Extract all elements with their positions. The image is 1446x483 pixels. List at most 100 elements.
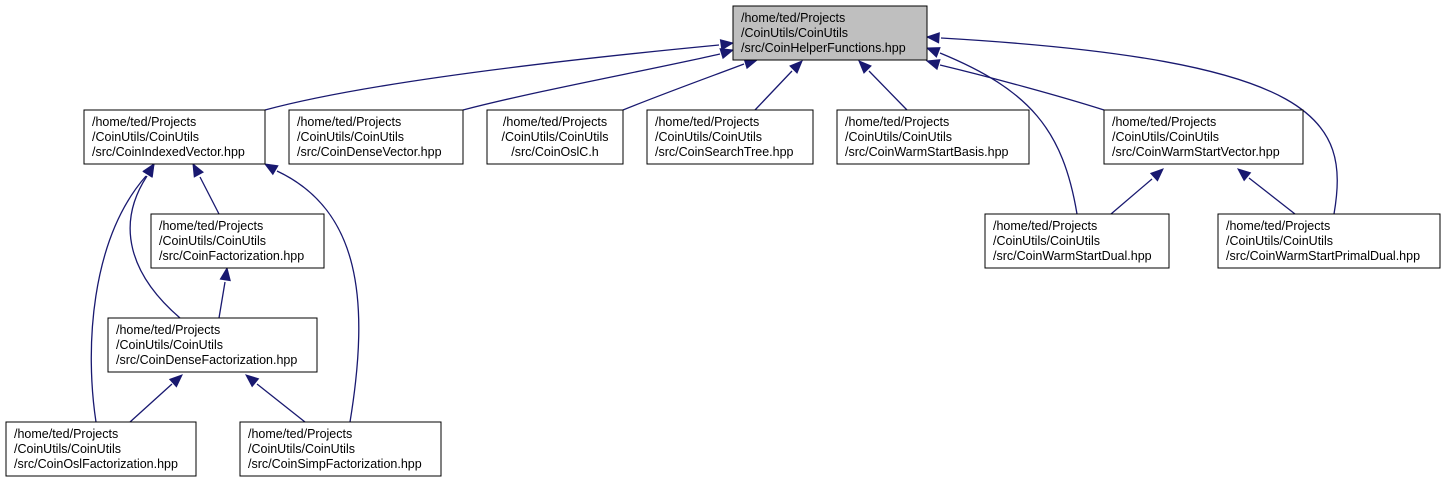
node-osic[interactable]: /home/ted/Projects/CoinUtils/CoinUtils/s… (486, 109, 624, 165)
node-box (646, 109, 814, 165)
edge-line (90, 175, 147, 423)
node-label-line: /src/CoinWarmStartDual.hpp (993, 249, 1152, 263)
edge-line (276, 170, 360, 423)
node-label-line: /CoinUtils/CoinUtils (248, 442, 355, 456)
edge-arrowhead (192, 162, 204, 178)
edge-line (129, 175, 181, 319)
node-label-line: /src/CoinHelperFunctions.hpp (741, 41, 906, 55)
edge-line (622, 63, 745, 111)
node-label-line: /CoinUtils/CoinUtils (159, 234, 266, 248)
edge-osic-to-root (622, 58, 759, 111)
node-label-line: /CoinUtils/CoinUtils (845, 130, 952, 144)
edge-densefactor-to-factor (218, 266, 231, 319)
node-box (83, 109, 266, 165)
node-label-line: /CoinUtils/CoinUtils (993, 234, 1100, 248)
node-box (5, 421, 197, 477)
node-label-line: /home/ted/Projects (159, 219, 263, 233)
edge-wsdual-to-root (925, 47, 1078, 215)
node-box (239, 421, 442, 477)
node-simpfactor[interactable]: /home/ted/Projects/CoinUtils/CoinUtils/s… (239, 421, 442, 477)
edge-line (940, 37, 1338, 215)
edge-wsdual-to-wsvector (1110, 168, 1164, 215)
edge-search-to-root (754, 60, 803, 111)
node-label-line: /home/ted/Projects (845, 115, 949, 129)
node-label-line: /CoinUtils/CoinUtils (92, 130, 199, 144)
edge-line (939, 52, 1078, 215)
node-box (836, 109, 1030, 165)
node-label-line: /src/CoinOslFactorization.hpp (14, 457, 178, 471)
node-label-line: /src/CoinDenseFactorization.hpp (116, 353, 297, 367)
edge-arrowhead (925, 32, 940, 44)
node-label-line: /home/ted/Projects (741, 11, 845, 25)
edges-layer (90, 32, 1338, 423)
node-label-line: /CoinUtils/CoinUtils (502, 130, 609, 144)
edge-oslfactor-to-indexed (90, 162, 155, 423)
node-box (1217, 213, 1441, 269)
edge-simpfactor-to-indexed (263, 163, 360, 423)
edge-factor-to-indexed (192, 162, 220, 215)
node-label-line: /home/ted/Projects (116, 323, 220, 337)
edge-line (462, 53, 721, 111)
node-label-line: /src/CoinDenseVector.hpp (297, 145, 442, 159)
node-label-line: /home/ted/Projects (1226, 219, 1330, 233)
nodes-layer: /home/ted/Projects/CoinUtils/CoinUtils/s… (5, 5, 1441, 477)
node-box (486, 109, 624, 165)
edge-line (264, 44, 720, 111)
node-label-line: /home/ted/Projects (993, 219, 1097, 233)
edge-arrowhead (789, 60, 803, 74)
edge-arrowhead (719, 48, 735, 60)
edge-wsprimaldual-to-wsvector (1236, 168, 1296, 215)
edge-arrowhead (1149, 168, 1164, 182)
node-label-line: /src/CoinIndexedVector.hpp (92, 145, 245, 159)
node-oslfactor[interactable]: /home/ted/Projects/CoinUtils/CoinUtils/s… (5, 421, 197, 477)
node-label-line: /CoinUtils/CoinUtils (14, 442, 121, 456)
edge-line (218, 281, 226, 319)
edge-wsprimaldual-to-root (925, 32, 1338, 215)
edge-wsvector-to-root (925, 59, 1105, 111)
node-label-line: /home/ted/Projects (1112, 115, 1216, 129)
node-label-line: /src/CoinSearchTree.hpp (655, 145, 794, 159)
edge-arrowhead (925, 59, 941, 71)
node-label-line: /CoinUtils/CoinUtils (116, 338, 223, 352)
node-wsprimaldual[interactable]: /home/ted/Projects/CoinUtils/CoinUtils/s… (1217, 213, 1441, 269)
node-factor[interactable]: /home/ted/Projects/CoinUtils/CoinUtils/s… (150, 213, 325, 269)
node-label-line: /home/ted/Projects (248, 427, 352, 441)
node-label-line: /CoinUtils/CoinUtils (297, 130, 404, 144)
edge-dense-to-root (462, 48, 735, 111)
node-label-line: /src/CoinWarmStartPrimalDual.hpp (1226, 249, 1420, 263)
edge-line (1248, 177, 1296, 215)
node-basis[interactable]: /home/ted/Projects/CoinUtils/CoinUtils/s… (836, 109, 1030, 165)
node-box (1103, 109, 1304, 165)
edge-line (868, 70, 908, 111)
node-box (288, 109, 464, 165)
node-wsvector[interactable]: /home/ted/Projects/CoinUtils/CoinUtils/s… (1103, 109, 1304, 165)
edge-basis-to-root (858, 60, 908, 111)
edge-oslfactor-to-densefactor (129, 374, 183, 423)
edge-arrowhead (168, 374, 183, 388)
edge-arrowhead (1236, 168, 1252, 182)
edge-arrowhead (263, 163, 279, 176)
edge-arrowhead (719, 39, 735, 51)
node-label-line: /CoinUtils/CoinUtils (655, 130, 762, 144)
edge-line (199, 176, 220, 215)
node-search[interactable]: /home/ted/Projects/CoinUtils/CoinUtils/s… (646, 109, 814, 165)
edge-arrowhead (219, 266, 231, 282)
node-label-line: /src/CoinSimpFactorization.hpp (248, 457, 422, 471)
edge-indexed-to-root (264, 39, 735, 111)
node-densefactor[interactable]: /home/ted/Projects/CoinUtils/CoinUtils/s… (107, 317, 318, 373)
node-root: /home/ted/Projects/CoinUtils/CoinUtils/s… (732, 5, 928, 61)
edge-simpfactor-to-densefactor (244, 374, 306, 423)
node-label-line: /home/ted/Projects (655, 115, 759, 129)
node-indexed[interactable]: /home/ted/Projects/CoinUtils/CoinUtils/s… (83, 109, 266, 165)
node-label-line: /home/ted/Projects (503, 115, 607, 129)
node-wsdual[interactable]: /home/ted/Projects/CoinUtils/CoinUtils/s… (984, 213, 1170, 269)
node-label-line: /CoinUtils/CoinUtils (741, 26, 848, 40)
edge-arrowhead (925, 47, 941, 58)
node-label-line: /src/CoinWarmStartBasis.hpp (845, 145, 1009, 159)
node-label-line: /home/ted/Projects (297, 115, 401, 129)
node-box (984, 213, 1170, 269)
node-label-line: /src/CoinWarmStartVector.hpp (1112, 145, 1280, 159)
node-label-line: /CoinUtils/CoinUtils (1226, 234, 1333, 248)
node-dense[interactable]: /home/ted/Projects/CoinUtils/CoinUtils/s… (288, 109, 464, 165)
